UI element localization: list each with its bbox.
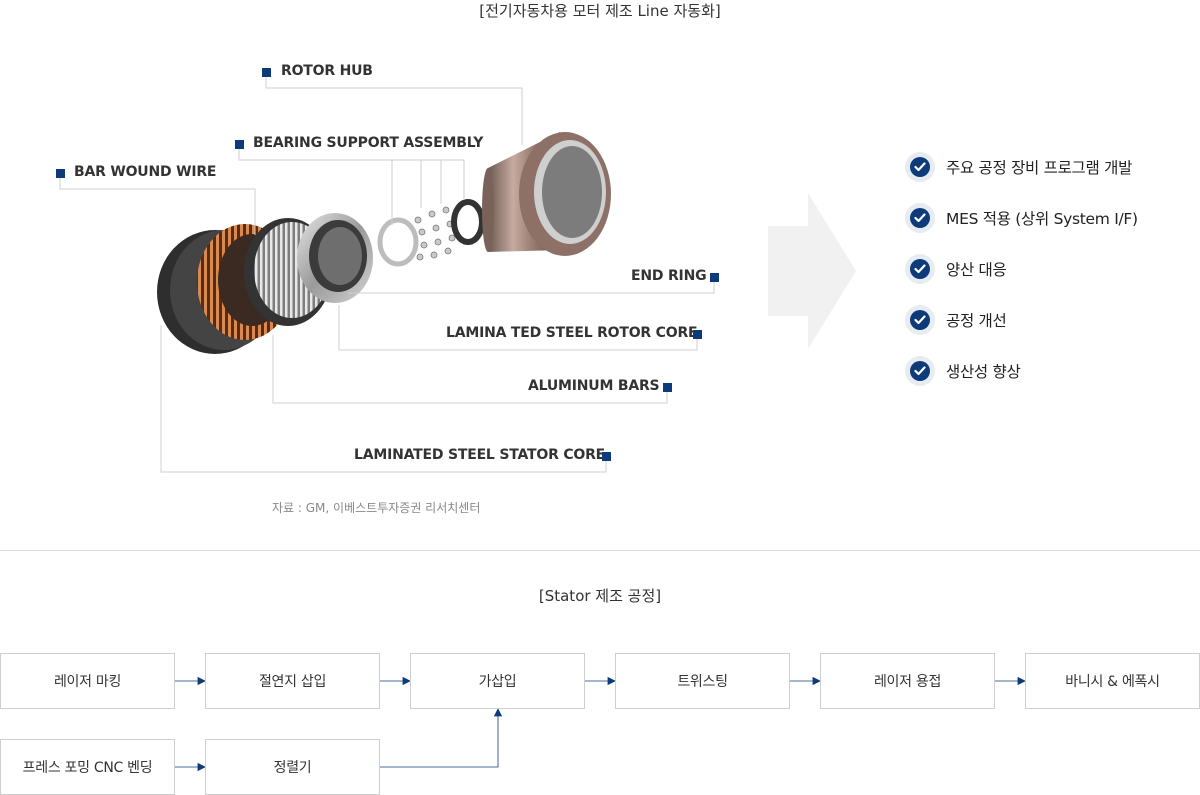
benefit-text: MES 적용 (상위 System I/F) [946, 210, 1138, 228]
rotor-core-label: LAMINA TED STEEL ROTOR CORE [446, 325, 698, 341]
check-icon [905, 203, 935, 233]
end-ring-label: END RING [631, 268, 707, 284]
process-step-aligner: 정렬기 [205, 739, 380, 795]
process-step-twisting: 트위스팅 [615, 653, 790, 709]
rotor-hub-marker [262, 68, 271, 77]
process-step-varnish-epoxy: 바니시 & 에폭시 [1025, 653, 1200, 709]
benefit-item: MES 적용 (상위 System I/F) [905, 203, 1195, 233]
process-connectors [175, 676, 1026, 772]
end-ring-marker [710, 273, 719, 282]
bearing-support-marker [235, 140, 244, 149]
rotor-core-marker [693, 330, 702, 339]
bar-wound-wire-marker [56, 169, 65, 178]
stator-core-marker [602, 452, 611, 461]
process-title: [Stator 제조 공정] [538, 587, 662, 605]
check-icon [905, 152, 935, 182]
benefit-item: 공정 개선 [905, 305, 1195, 335]
benefit-text: 생산성 향상 [946, 363, 1021, 381]
process-step-pre-insert: 가삽입 [410, 653, 585, 709]
right-arrow-icon [768, 193, 856, 349]
aluminum-bars-marker [663, 383, 672, 392]
process-step-laser-marking: 레이저 마킹 [0, 653, 175, 709]
motor-exploded-illustration [59, 72, 715, 473]
bar-wound-wire-label: BAR WOUND WIRE [74, 164, 217, 180]
aluminum-bars-label: ALUMINUM BARS [528, 378, 660, 394]
check-icon [905, 254, 935, 284]
source-note: 자료 : GM, 이베스트투자증권 리서치센터 [272, 501, 481, 515]
bearing-support-label: BEARING SUPPORT ASSEMBLY [253, 135, 484, 151]
section-divider [0, 550, 1200, 551]
process-step-insulation-insert: 절연지 삽입 [205, 653, 380, 709]
rotor-hub-label: ROTOR HUB [281, 63, 373, 79]
benefit-text: 양산 대응 [946, 261, 1007, 279]
benefit-text: 주요 공정 장비 프로그램 개발 [946, 159, 1133, 177]
benefit-text: 공정 개선 [946, 312, 1007, 330]
check-icon [905, 356, 935, 386]
benefit-item: 생산성 향상 [905, 356, 1195, 386]
benefit-item: 양산 대응 [905, 254, 1195, 284]
benefit-item: 주요 공정 장비 프로그램 개발 [905, 152, 1195, 182]
stator-core-label: LAMINATED STEEL STATOR CORE [354, 447, 606, 463]
process-step-laser-welding: 레이저 용접 [820, 653, 995, 709]
process-step-press-forming: 프레스 포밍 CNC 벤딩 [0, 739, 175, 795]
diagram-title: [전기자동차용 모터 제조 Line 자동화] [479, 2, 721, 20]
check-icon [905, 305, 935, 335]
